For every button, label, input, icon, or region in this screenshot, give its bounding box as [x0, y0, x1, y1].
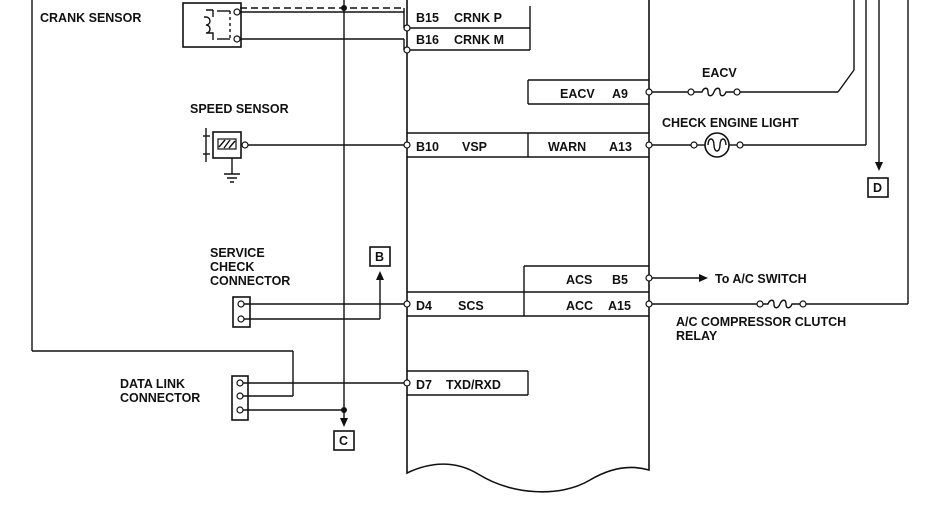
pin-d7-label: D7 [416, 378, 432, 392]
connector-ref-d: D [867, 177, 889, 198]
pin-b15-label: B15 [416, 11, 439, 25]
pin-b10-name: VSP [462, 140, 487, 154]
ecm-pin-row-b5: ACS B5 [523, 265, 649, 292]
eacv-coil-icon [694, 87, 734, 97]
crank-sensor-coil-icon [204, 9, 214, 40]
ecm-terminals [403, 24, 653, 387]
connector-ref-d-label: D [873, 181, 882, 195]
ac-switch-lead: To A/C SWITCH [652, 272, 807, 286]
relay-coil-icon [763, 299, 800, 309]
ecm-body [406, 0, 650, 493]
data-link-connector: DATA LINK CONNECTOR [120, 375, 249, 421]
check-engine-light: CHECK ENGINE LIGHT [652, 116, 799, 158]
check-engine-light-label: CHECK ENGINE LIGHT [662, 116, 799, 130]
pin-d4-label: D4 [416, 299, 432, 313]
service-check-connector: SERVICE CHECK CONNECTOR [210, 246, 290, 328]
speed-sensor-label: SPEED SENSOR [190, 102, 289, 116]
ecm-pin-row-d7: D7 TXD/RXD [407, 370, 529, 396]
data-link-connector-label-1: DATA LINK [120, 377, 185, 391]
pin-b16-name: CRNK M [454, 33, 504, 47]
pin-b5-label: B5 [612, 273, 628, 287]
ac-compressor-relay-label-2: RELAY [676, 329, 718, 343]
connector-ref-b: B [369, 246, 391, 267]
service-check-connector-label-3: CONNECTOR [210, 274, 290, 288]
pin-d7-name: TXD/RXD [446, 378, 501, 392]
pin-b10-label: B10 [416, 140, 439, 154]
pin-b5-name: ACS [566, 273, 592, 287]
ac-compressor-clutch-relay: A/C COMPRESSOR CLUTCH RELAY [652, 299, 908, 343]
pin-a9-name: EACV [560, 87, 595, 101]
ac-switch-label: To A/C SWITCH [715, 272, 807, 286]
pin-b16-label: B16 [416, 33, 439, 47]
pin-a15-name: ACC [566, 299, 593, 313]
data-link-connector-label-2: CONNECTOR [120, 391, 200, 405]
service-check-connector-label-1: SERVICE [210, 246, 265, 260]
pin-a13-label: A13 [609, 140, 632, 154]
eacv: EACV [652, 66, 741, 97]
connector-ref-c-label: C [339, 434, 348, 448]
ecm-pin-row-a9: EACV A9 [527, 79, 649, 105]
pin-b15-name: CRNK P [454, 11, 502, 25]
ecm-pin-row-b10: B10 VSP [407, 132, 649, 158]
pin-a13-name: WARN [548, 140, 586, 154]
speed-sensor: SPEED SENSOR [190, 102, 289, 183]
crank-sensor: CRANK SENSOR [40, 2, 242, 48]
crank-sensor-label: CRANK SENSOR [40, 11, 141, 25]
ecm-pin-row-b15: B15 CRNK P B16 CRNK M [407, 6, 531, 51]
connector-ref-b-label: B [375, 250, 384, 264]
ac-compressor-relay-label-1: A/C COMPRESSOR CLUTCH [676, 315, 846, 329]
ecm-pin-row-d4: D4 SCS [407, 291, 649, 317]
service-check-connector-label-2: CHECK [210, 260, 254, 274]
ground-icon [224, 158, 240, 183]
pin-a15-label: A15 [608, 299, 631, 313]
pin-a9-label: A9 [612, 87, 628, 101]
eacv-label: EACV [702, 66, 737, 80]
connector-ref-c: C [333, 430, 355, 451]
pin-d4-name: SCS [458, 299, 484, 313]
